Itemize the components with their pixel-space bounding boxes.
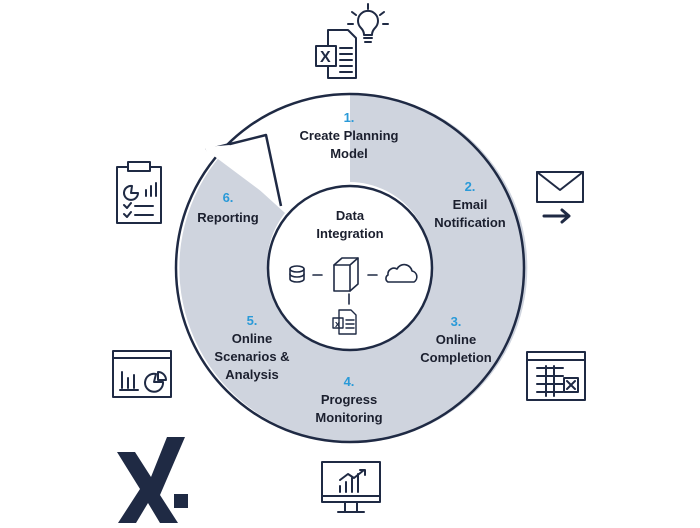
step-4-line1: Progress <box>321 392 377 407</box>
step-5-line2: Scenarios & <box>214 349 289 364</box>
step-4-number: 4. <box>344 374 355 389</box>
svg-text:X: X <box>320 49 331 66</box>
step-1-line2: Model <box>330 146 368 161</box>
svg-text:x: x <box>335 319 340 329</box>
step-6: 6. Reporting <box>197 190 258 225</box>
step-6-number: 6. <box>223 190 234 205</box>
step-5-number: 5. <box>247 313 258 328</box>
step-3-line2: Completion <box>420 350 492 365</box>
step-2-line1: Email <box>453 197 488 212</box>
cube-icon <box>333 257 359 292</box>
center-hub: Data Integration x <box>289 208 418 335</box>
envelope-arrow-icon <box>536 171 584 224</box>
step-1-line1: Create Planning <box>300 128 399 143</box>
step-1: 1. Create Planning Model <box>300 110 399 161</box>
excel-lightbulb-icon: X <box>315 3 389 79</box>
logo-text: X. <box>0 0 2 1</box>
excel-file-icon: x <box>332 309 357 335</box>
clipboard-report-icon <box>116 161 162 224</box>
step-3-number: 3. <box>451 314 462 329</box>
step-2-number: 2. <box>465 179 476 194</box>
cloud-icon <box>385 263 418 283</box>
step-5: 5. Online Scenarios & Analysis <box>214 313 289 382</box>
step-3-line1: Online <box>436 332 476 347</box>
database-icon <box>289 265 305 283</box>
brand-logo: X. <box>0 0 188 523</box>
step-1-number: 1. <box>344 110 355 125</box>
step-5-line1: Online <box>232 331 272 346</box>
monitor-chart-icon <box>321 461 381 513</box>
spreadsheet-window-icon <box>526 351 586 401</box>
step-4-line2: Monitoring <box>315 410 382 425</box>
center-title-line2: Integration <box>316 226 383 241</box>
step-2-line2: Notification <box>434 215 506 230</box>
step-6-line1: Reporting <box>197 210 258 225</box>
step-2: 2. Email Notification <box>434 179 506 230</box>
center-title-line1: Data <box>336 208 365 223</box>
dashboard-window-icon <box>112 350 172 398</box>
step-5-line3: Analysis <box>225 367 278 382</box>
step-3: 3. Online Completion <box>420 314 492 365</box>
step-4: 4. Progress Monitoring <box>315 374 382 425</box>
